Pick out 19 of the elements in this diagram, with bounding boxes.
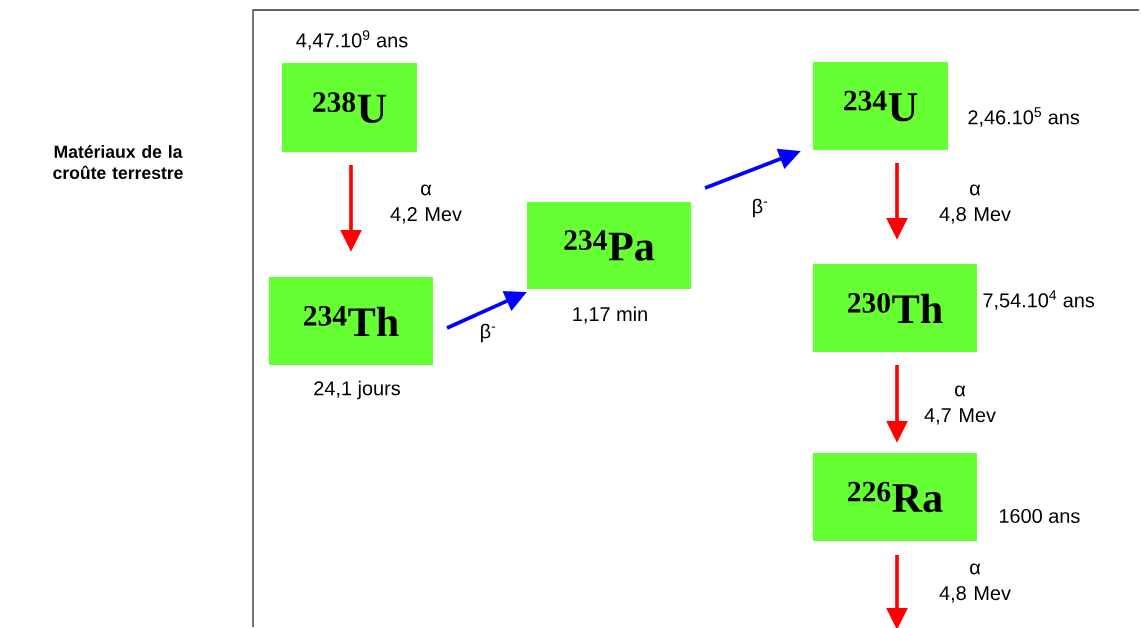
heading: Matériaux de la croûte terrestre bbox=[53, 144, 183, 180]
nuclide-box: $^{238}$U bbox=[282, 63, 417, 152]
nuclide-box: $^{234}$Th bbox=[269, 277, 433, 365]
half-life-label: 4,47.10$^{9}$ ans bbox=[296, 30, 408, 50]
half-life-label: 1600 ans bbox=[999, 508, 1080, 524]
nuclide-box: $^{230}$Th bbox=[813, 264, 977, 352]
half-life-label: 7,54.10$^{4}$ ans bbox=[983, 290, 1095, 310]
edge-label: α 4,7 Mev bbox=[924, 385, 996, 425]
half-life-label: 24,1 jours bbox=[314, 380, 400, 400]
edge-label: β$^{-}$ bbox=[481, 323, 496, 343]
nuclide-box: $^{234}$U bbox=[813, 62, 948, 150]
edge-label: α 4,2 Mev bbox=[390, 184, 462, 224]
nuclide-box: $^{226}$Ra bbox=[813, 453, 977, 541]
half-life-label: 1,17 min bbox=[573, 306, 647, 324]
edge-label: α 4,8 Mev bbox=[939, 563, 1011, 603]
half-life-label: 2,46.10$^{5}$ ans bbox=[968, 107, 1080, 127]
edge-label: α 4,8 Mev bbox=[939, 184, 1011, 224]
nuclide-box: $^{234}$Pa bbox=[527, 202, 691, 289]
edge-label: β$^{-}$ bbox=[753, 198, 768, 218]
